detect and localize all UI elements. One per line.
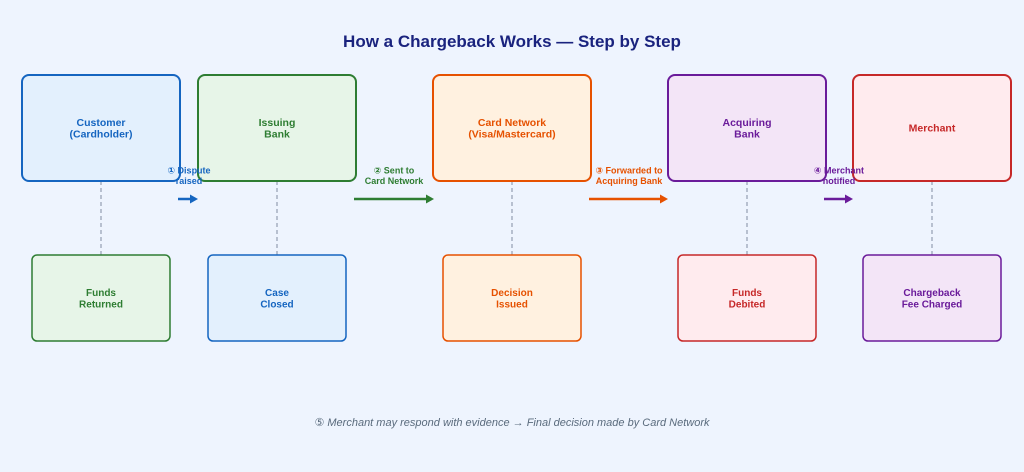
outcome-box [31, 254, 171, 342]
entity-box [197, 74, 357, 182]
diagram-title: How a Chargeback Works — Step by Step [343, 32, 681, 51]
outcome-box [207, 254, 347, 342]
outcome-label-line-1: Chargeback [903, 288, 961, 299]
arrow-head [845, 194, 853, 204]
entity-label-line-1: Card Network [478, 117, 546, 129]
outcome-label-line-1: Funds [732, 288, 762, 299]
footnote: ⑤ Merchant may respond with evidence → F… [314, 417, 710, 429]
outcome-label-line-1: Case [265, 288, 289, 299]
entity-customer: Customer(Cardholder) [21, 74, 181, 182]
entity-box [667, 74, 827, 182]
entity-label-line-2: Bank [734, 128, 760, 140]
entity-box [432, 74, 592, 182]
step-label-line-1: ② Sent to [374, 165, 415, 175]
step-label-line-2: raised [176, 176, 203, 186]
outcome-label-line-2: Returned [79, 299, 123, 310]
entity-label-line-1: Merchant [909, 123, 956, 135]
entity-merchant: Merchant [852, 74, 1012, 182]
entity-label-line-2: Bank [264, 128, 290, 140]
step-label-line-2: Acquiring Bank [596, 176, 664, 186]
outcome-label-line-1: Funds [86, 288, 116, 299]
step-label-line-2: notified [823, 176, 856, 186]
entity-label-line-1: Customer [76, 117, 125, 129]
entity-label-line-1: Issuing [259, 117, 296, 129]
entity-label-line-2: (Visa/Mastercard) [468, 128, 555, 140]
arrow-head [426, 194, 434, 204]
outcome-label-line-2: Fee Charged [902, 299, 963, 310]
outcome-box [442, 254, 582, 342]
entity-box [21, 74, 181, 182]
entity-label-line-2: (Cardholder) [70, 128, 133, 140]
outcome-label-line-2: Debited [729, 299, 766, 310]
entity-label-line-1: Acquiring [723, 117, 772, 129]
entity-card-network: Card Network(Visa/Mastercard) [432, 74, 592, 182]
step-label-line-2: Card Network [365, 176, 425, 186]
outcome-box [862, 254, 1002, 342]
outcome-label-line-2: Issued [496, 299, 528, 310]
outcome-box [677, 254, 817, 342]
entity-box [852, 74, 1012, 182]
arrow-head [190, 194, 198, 204]
step-label-line-1: ③ Forwarded to [595, 165, 663, 175]
step-label-line-1: ① Dispute [167, 165, 210, 175]
step-label-line-1: ④ Merchant [814, 165, 864, 175]
outcome-label-line-1: Decision [491, 288, 533, 299]
arrow-head [660, 194, 668, 204]
outcome-label-line-2: Closed [260, 299, 293, 310]
